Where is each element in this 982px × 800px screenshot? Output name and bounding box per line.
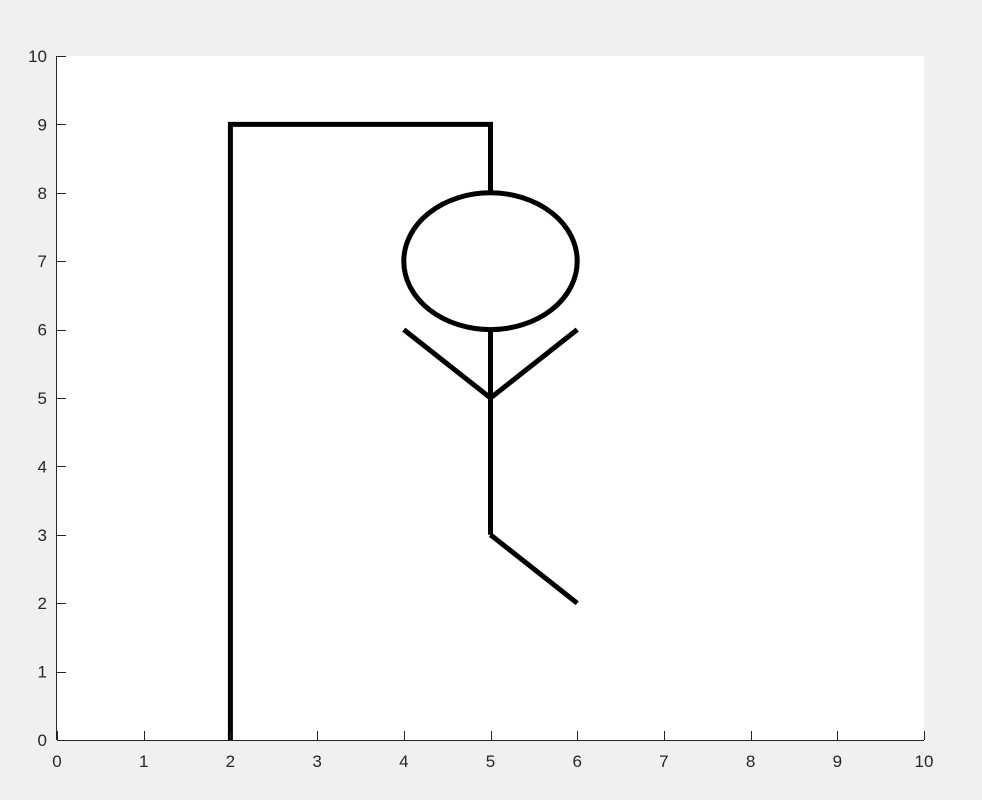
y-tick-label: 10	[28, 47, 47, 66]
y-tick-label: 7	[38, 252, 47, 271]
x-tick-label: 1	[139, 752, 148, 771]
y-tick-label: 1	[38, 663, 47, 682]
series-line-4	[402, 327, 579, 402]
y-tick-label: 0	[38, 731, 47, 750]
x-tick-label: 5	[486, 752, 495, 771]
x-tick-label: 6	[572, 752, 581, 771]
x-tick-label: 3	[312, 752, 321, 771]
series-layer	[227, 121, 580, 740]
y-tick-label: 3	[38, 526, 47, 545]
x-tick-label: 7	[659, 752, 668, 771]
y-tick-label: 9	[38, 115, 47, 134]
x-tick-label: 9	[833, 752, 842, 771]
x-tick-label: 8	[746, 752, 755, 771]
y-tick-label: 8	[38, 184, 47, 203]
y-tick-label: 6	[38, 321, 47, 340]
x-tick-label: 0	[52, 752, 61, 771]
y-tick-label: 5	[38, 389, 47, 408]
axis-layer: 0 1 2 3 4 5 6 7 8 9 10 0 1 2 3 4 5 6 7 8 9 10	[28, 47, 933, 771]
x-tick-label: 10	[915, 752, 934, 771]
y-tick-label: 2	[38, 594, 47, 613]
x-tick-label: 2	[226, 752, 235, 771]
y-tick-label: 4	[38, 457, 47, 476]
series-line-5	[488, 532, 579, 606]
series-line-1	[227, 121, 493, 740]
x-tick-label: 4	[399, 752, 408, 771]
